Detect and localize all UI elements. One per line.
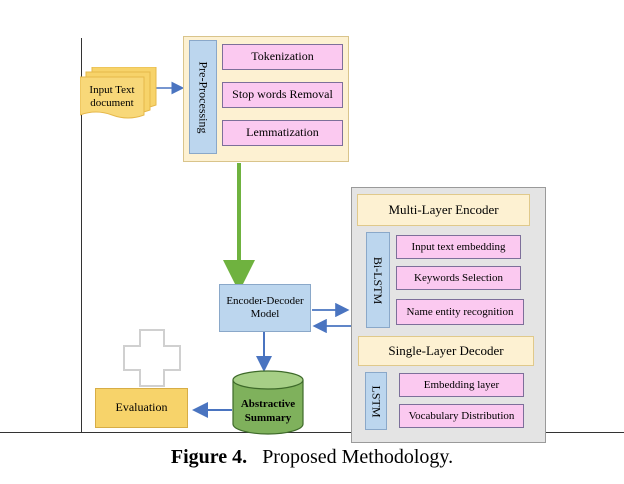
encoder-item-ner: Name entity recognition: [396, 299, 524, 325]
input-document-icon: [80, 67, 157, 119]
decoder-item-embedding: Embedding layer: [399, 373, 524, 397]
step-tokenization: Tokenization: [222, 44, 343, 70]
model-label-line2: Model: [250, 308, 280, 320]
summary-label-line2: Summary: [244, 411, 292, 424]
step-stopwords: Stop words Removal: [222, 82, 343, 108]
step-tokenization-label: Tokenization: [251, 49, 314, 64]
input-label-line2: document: [90, 97, 134, 110]
preprocessing-side-label: Pre-Processing: [189, 40, 217, 154]
step-lemmatization-label: Lemmatization: [246, 125, 319, 140]
lstm-label-text: LSTM: [369, 384, 384, 418]
abstractive-summary-cylinder: [232, 370, 304, 435]
evaluation-label: Evaluation: [115, 400, 168, 415]
evaluation-box: Evaluation: [95, 388, 188, 428]
caption-figure-number: Figure 4.: [170, 446, 248, 468]
multi-layer-encoder-title: Multi-Layer Encoder: [357, 194, 530, 226]
encoder-decoder-model: Encoder-Decoder Model: [219, 284, 311, 332]
abstractive-summary-label: Abstractive Summary: [231, 398, 305, 426]
left-border-line: [81, 38, 82, 432]
watermark-stamp: [123, 329, 181, 387]
caption-text: Proposed Methodology.: [262, 446, 454, 468]
preprocessing-label-text: Pre-Processing: [196, 61, 211, 133]
encoder-title-text: Multi-Layer Encoder: [388, 201, 499, 217]
single-layer-decoder-title: Single-Layer Decoder: [358, 336, 534, 366]
encoder-item-keywords-label: Keywords Selection: [414, 271, 503, 284]
decoder-item-vocabulary-label: Vocabulary Distribution: [408, 409, 515, 422]
encoder-item-keywords: Keywords Selection: [396, 266, 521, 290]
figure-caption: Figure 4. Proposed Methodology.: [0, 446, 624, 469]
bottom-border-line: [0, 432, 624, 433]
summary-label-line1: Abstractive: [240, 398, 296, 410]
input-label-line1: Input Text: [89, 84, 135, 96]
step-stopwords-label: Stop words Removal: [232, 87, 333, 102]
decoder-item-vocabulary: Vocabulary Distribution: [399, 404, 524, 428]
encoder-item-ner-label: Name entity recognition: [406, 305, 514, 318]
bilstm-side-label: Bi-LSTM: [366, 232, 390, 328]
lstm-side-label: LSTM: [365, 372, 387, 430]
encoder-item-embedding-label: Input text embedding: [411, 240, 506, 253]
bilstm-label-text: Bi-LSTM: [371, 256, 386, 304]
decoder-item-embedding-label: Embedding layer: [423, 378, 500, 391]
encoder-item-embedding: Input text embedding: [396, 235, 521, 259]
decoder-title-text: Single-Layer Decoder: [388, 342, 504, 358]
model-label-line1: Encoder-Decoder: [226, 295, 304, 308]
step-lemmatization: Lemmatization: [222, 120, 343, 146]
input-document-label: Input Text document: [80, 84, 144, 110]
